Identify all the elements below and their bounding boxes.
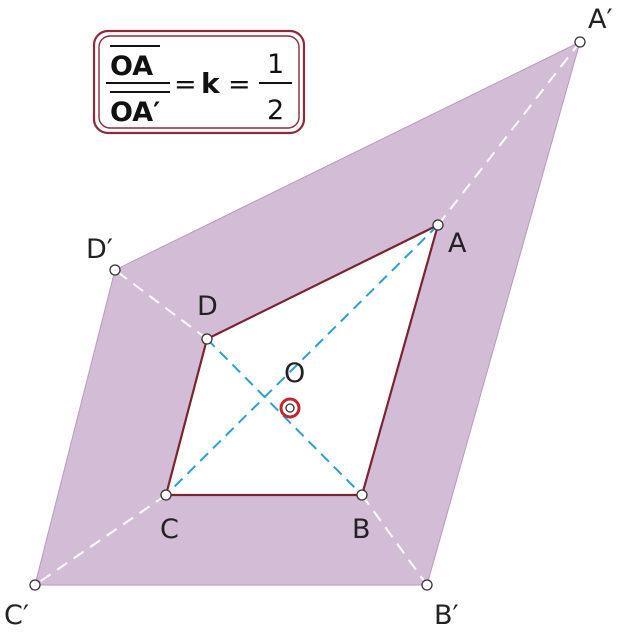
diagonal-d-b	[206, 338, 363, 496]
dash-line-c-c-prime	[34, 494, 167, 586]
point-d-prime-marker	[109, 264, 121, 276]
white-dashed-lines	[34, 41, 581, 586]
formula-ratio-denominator: 2	[267, 95, 284, 126]
vertex-markers	[29, 36, 586, 591]
formula-numerator: OA	[110, 51, 153, 82]
point-d-marker	[201, 333, 213, 345]
formula-equals-1: =	[174, 69, 197, 100]
point-a-prime-marker	[574, 36, 586, 48]
formula-ratio-numerator: 1	[267, 49, 284, 80]
label-o: O	[284, 358, 305, 389]
blue-dashed-diagonals	[165, 224, 439, 496]
label-d: D	[197, 291, 218, 322]
label-c-prime: C′	[4, 600, 29, 631]
center-o-marker	[279, 397, 301, 419]
label-b-prime: B′	[434, 600, 459, 631]
point-c-marker	[160, 489, 172, 501]
point-b-marker	[356, 489, 368, 501]
formula-k: k	[201, 67, 221, 100]
label-a-prime: A′	[588, 4, 613, 35]
point-c-prime-marker	[29, 579, 41, 591]
point-b-prime-marker	[421, 579, 433, 591]
label-b: B	[352, 514, 371, 545]
label-a: A	[448, 228, 467, 259]
formula-denominator: OA′	[110, 97, 160, 128]
label-c: C	[160, 514, 179, 545]
diagonal-a-c	[165, 224, 439, 496]
formula-box: OA OA′ = k = 1 2	[92, 29, 306, 135]
label-d-prime: D′	[86, 234, 113, 265]
formula-equals-2: =	[228, 69, 251, 100]
point-a-marker	[432, 219, 444, 231]
